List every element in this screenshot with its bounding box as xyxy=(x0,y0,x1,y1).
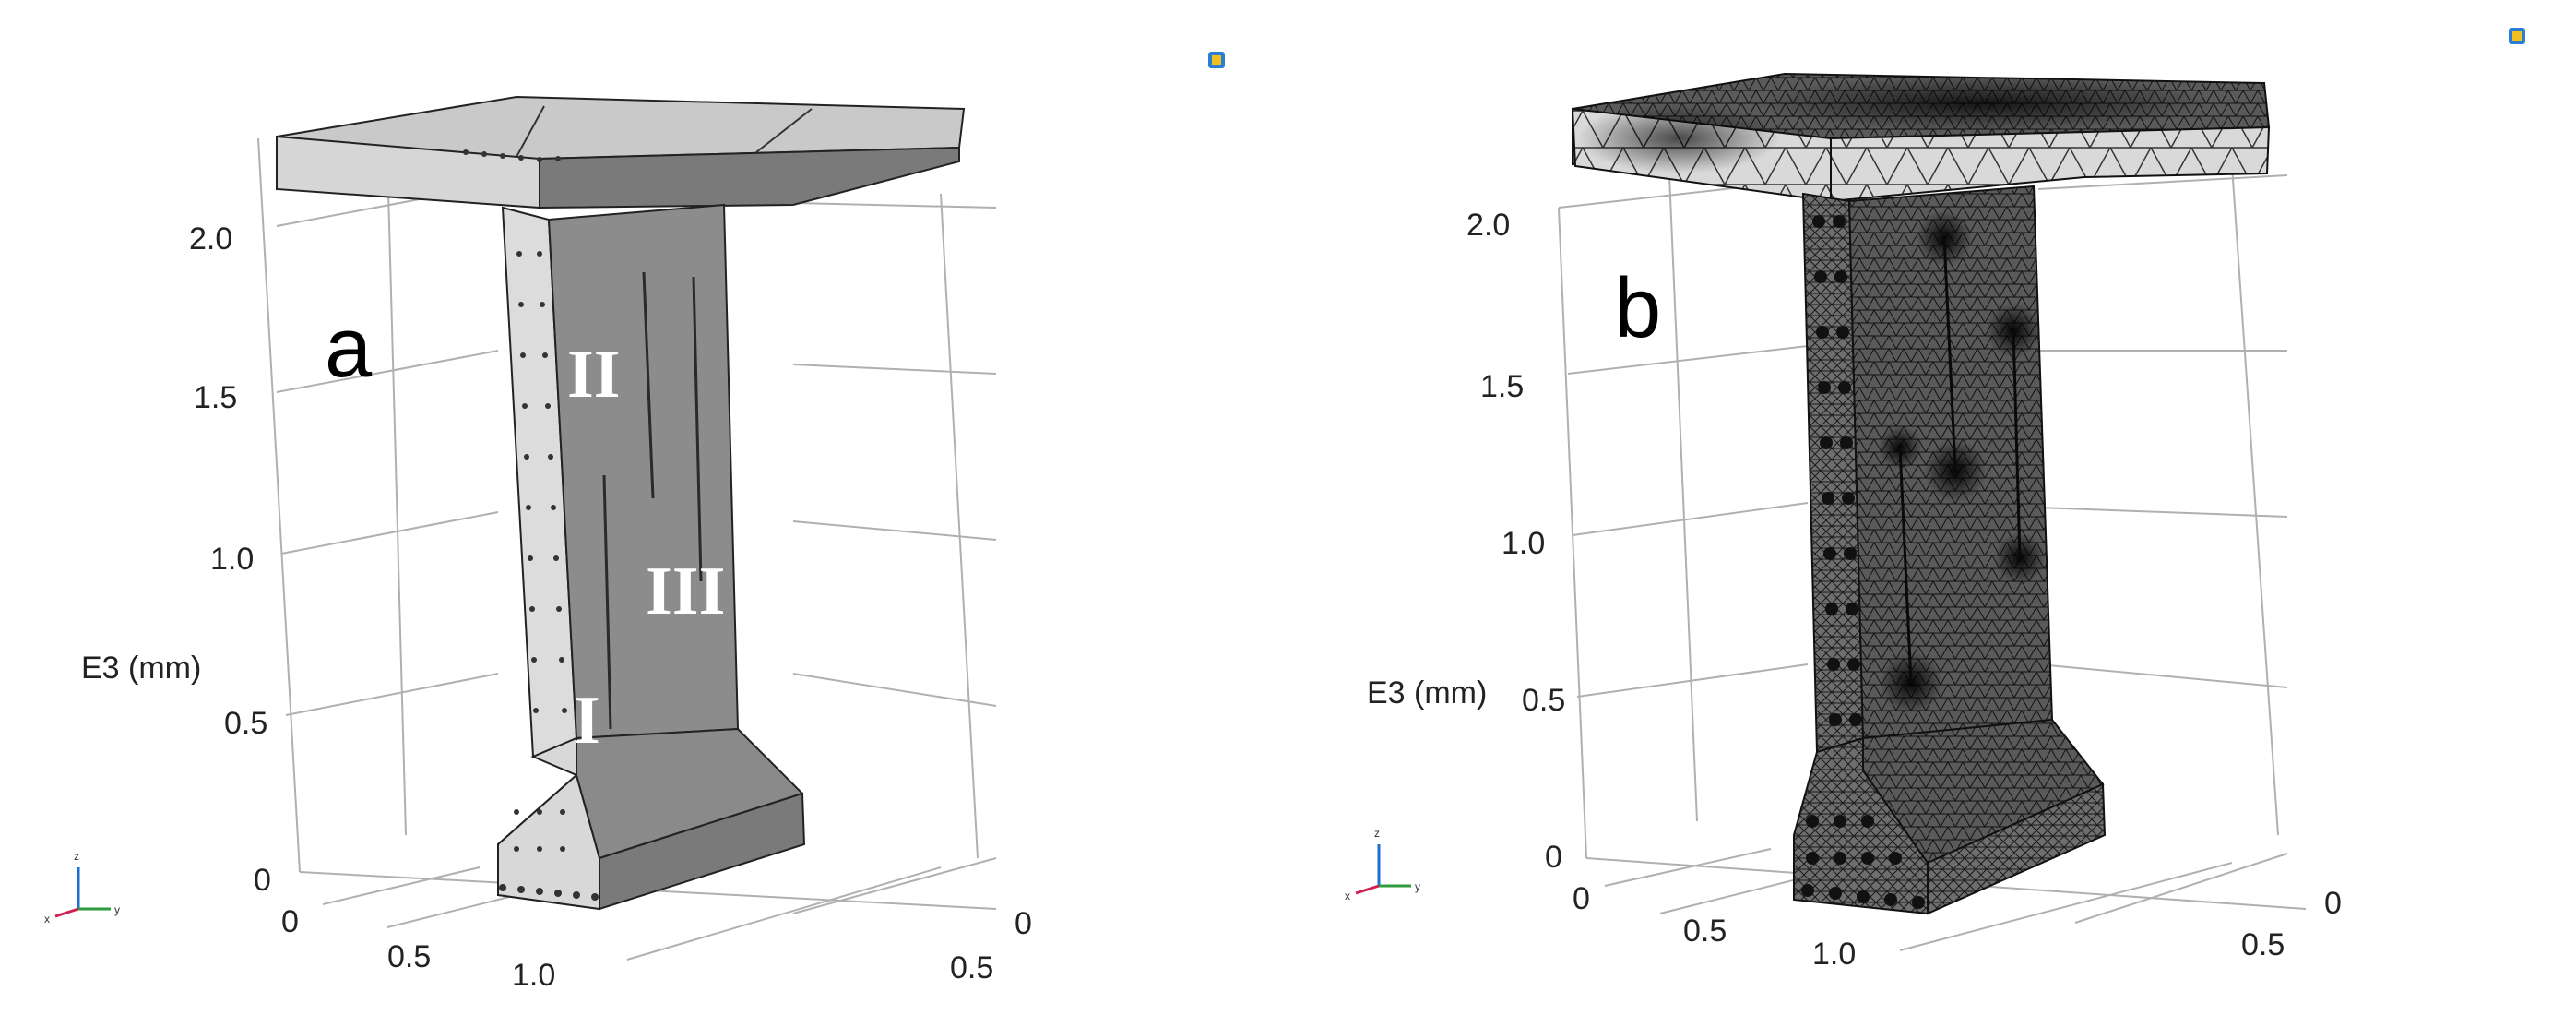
panel-b-flange-side xyxy=(1830,125,2271,203)
panel-b-view-icon[interactable] xyxy=(2509,28,2525,44)
panel-a: II III I a 2.0 1.5 1.0 0.5 0 E3 (mm) 0 0… xyxy=(44,52,1225,993)
panel-a-view-icon[interactable] xyxy=(1208,52,1225,68)
panel-a-letter: a xyxy=(325,301,373,395)
panel-b-z-tick-1-0: 1.0 xyxy=(1502,526,1545,561)
panel-a-region-label-ii: II xyxy=(567,337,621,412)
svg-text:x: x xyxy=(44,913,50,925)
svg-text:z: z xyxy=(1374,827,1380,840)
svg-text:x: x xyxy=(1345,890,1350,902)
panel-a-axis-triad: z y x xyxy=(44,850,120,925)
panel-a-x-tick-0-5: 0.5 xyxy=(387,939,431,974)
panel-b-z-tick-1-5: 1.5 xyxy=(1480,369,1524,404)
panel-a-y-tick-0: 0 xyxy=(1015,906,1032,941)
panel-b-x-tick-1-0: 1.0 xyxy=(1812,937,1856,972)
panel-b-x-tick-0: 0 xyxy=(1573,881,1590,916)
panel-b-rebar-holes xyxy=(1812,215,1862,726)
panel-b-crack-lines xyxy=(1898,237,2022,684)
panel-a-z-tick-1-0: 1.0 xyxy=(210,542,254,577)
svg-text:z: z xyxy=(74,850,79,863)
panel-a-region-label-iii: III xyxy=(646,554,725,629)
panel-b-y-tick-0-5: 0.5 xyxy=(2241,927,2285,962)
panel-b-z-tick-0: 0 xyxy=(1545,840,1562,875)
panel-b-axis-title: E3 (mm) xyxy=(1367,675,1487,711)
panel-b-z-tick-0-5: 0.5 xyxy=(1522,683,1565,718)
panel-b-letter: b xyxy=(1614,261,1661,355)
panel-a-y-tick-0-5: 0.5 xyxy=(950,950,993,985)
panel-a-x-tick-0: 0 xyxy=(281,904,299,939)
panel-a-axis-title: E3 (mm) xyxy=(81,651,201,686)
panel-a-z-tick-2-0: 2.0 xyxy=(189,221,232,257)
panel-a-z-tick-1-5: 1.5 xyxy=(194,380,237,415)
panel-a-z-tick-0: 0 xyxy=(254,863,271,898)
panel-b-x-tick-0-5: 0.5 xyxy=(1683,914,1727,949)
svg-text:y: y xyxy=(114,903,120,916)
panel-a-crack-lines xyxy=(602,271,703,730)
svg-text:y: y xyxy=(1415,880,1420,893)
panel-b-axis-triad: z y x xyxy=(1345,827,1420,902)
panel-a-flange-side xyxy=(539,146,960,209)
panel-b: b 2.0 1.5 1.0 0.5 0 E3 (mm) 0 0.5 1.0 0 … xyxy=(1345,28,2525,972)
panel-a-region-label-i: I xyxy=(574,683,600,758)
panel-a-rebar-dots xyxy=(463,149,599,901)
panel-a-z-tick-0-5: 0.5 xyxy=(224,706,267,741)
panel-b-z-tick-2-0: 2.0 xyxy=(1466,208,1510,243)
panel-b-y-tick-0: 0 xyxy=(2324,886,2342,921)
panel-a-x-tick-1-0: 1.0 xyxy=(512,958,555,993)
